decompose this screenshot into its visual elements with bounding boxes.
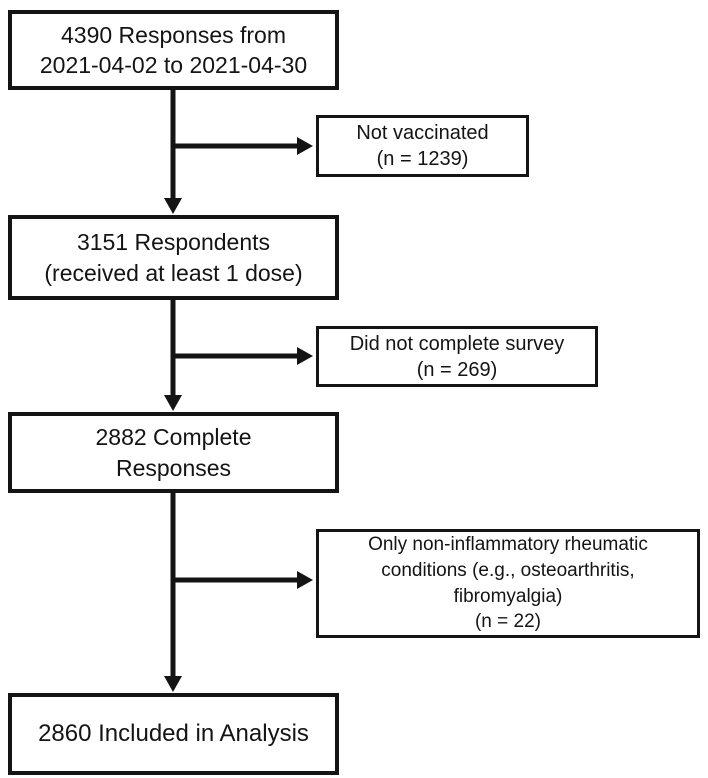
- flow-box-complete-responses: 2882 Complete Responses: [8, 412, 339, 493]
- flow-box-included-analysis: 2860 Included in Analysis: [8, 693, 339, 775]
- arrow-down-2-head: [164, 395, 182, 411]
- arrow-branch-noninflammatory-head: [297, 571, 313, 589]
- exclusion-box-incomplete-survey: Did not complete survey (n = 269): [316, 326, 598, 387]
- exclusion-box-not-vaccinated: Not vaccinated (n = 1239): [316, 115, 529, 177]
- arrow-branch-incomplete-head: [297, 347, 313, 365]
- arrow-down-3-head: [164, 676, 182, 692]
- arrow-down-1-head: [164, 198, 182, 214]
- arrow-branch-not-vaccinated-head: [297, 137, 313, 155]
- flow-box-responses: 4390 Responses from 2021-04-02 to 2021-0…: [8, 10, 339, 90]
- exclusion-box-noninflammatory: Only non-inflammatory rheumatic conditio…: [316, 529, 700, 638]
- flow-box-respondents: 3151 Respondents (received at least 1 do…: [8, 215, 339, 300]
